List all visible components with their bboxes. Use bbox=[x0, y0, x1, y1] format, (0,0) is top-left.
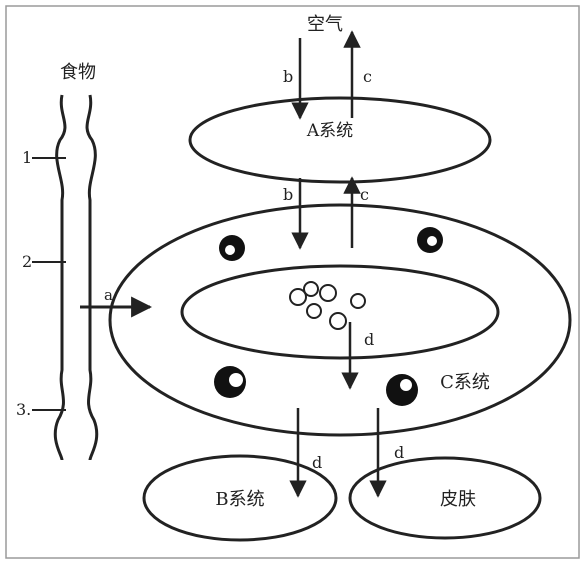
b-mid-label: b bbox=[283, 185, 293, 204]
c-top-label: c bbox=[363, 67, 372, 86]
mark-1: 1 bbox=[22, 148, 32, 167]
blood-cells bbox=[290, 282, 365, 329]
image-border bbox=[6, 6, 579, 558]
c-mid-label: c bbox=[360, 185, 369, 204]
d-center-label: d bbox=[364, 330, 374, 349]
mark-2: 2 bbox=[22, 252, 32, 271]
system-c-inner bbox=[182, 266, 498, 358]
d-right-label: d bbox=[394, 443, 404, 462]
system-a-label: A系统 bbox=[306, 121, 353, 141]
air-label: 空气 bbox=[307, 14, 343, 35]
tissue-cell bbox=[219, 235, 245, 261]
tissue-cell bbox=[417, 227, 443, 253]
digestive-tract bbox=[55, 95, 97, 460]
skin-label: 皮肤 bbox=[440, 489, 476, 510]
tissue-cell bbox=[386, 374, 418, 406]
tissue-cell bbox=[214, 366, 246, 398]
food-label: 食物 bbox=[60, 62, 96, 83]
d-left-label: d bbox=[312, 453, 322, 472]
b-top-label: b bbox=[283, 67, 293, 86]
mark-3: 3. bbox=[16, 400, 31, 419]
system-c-label: C系统 bbox=[440, 372, 490, 393]
system-b-label: B系统 bbox=[215, 489, 264, 510]
